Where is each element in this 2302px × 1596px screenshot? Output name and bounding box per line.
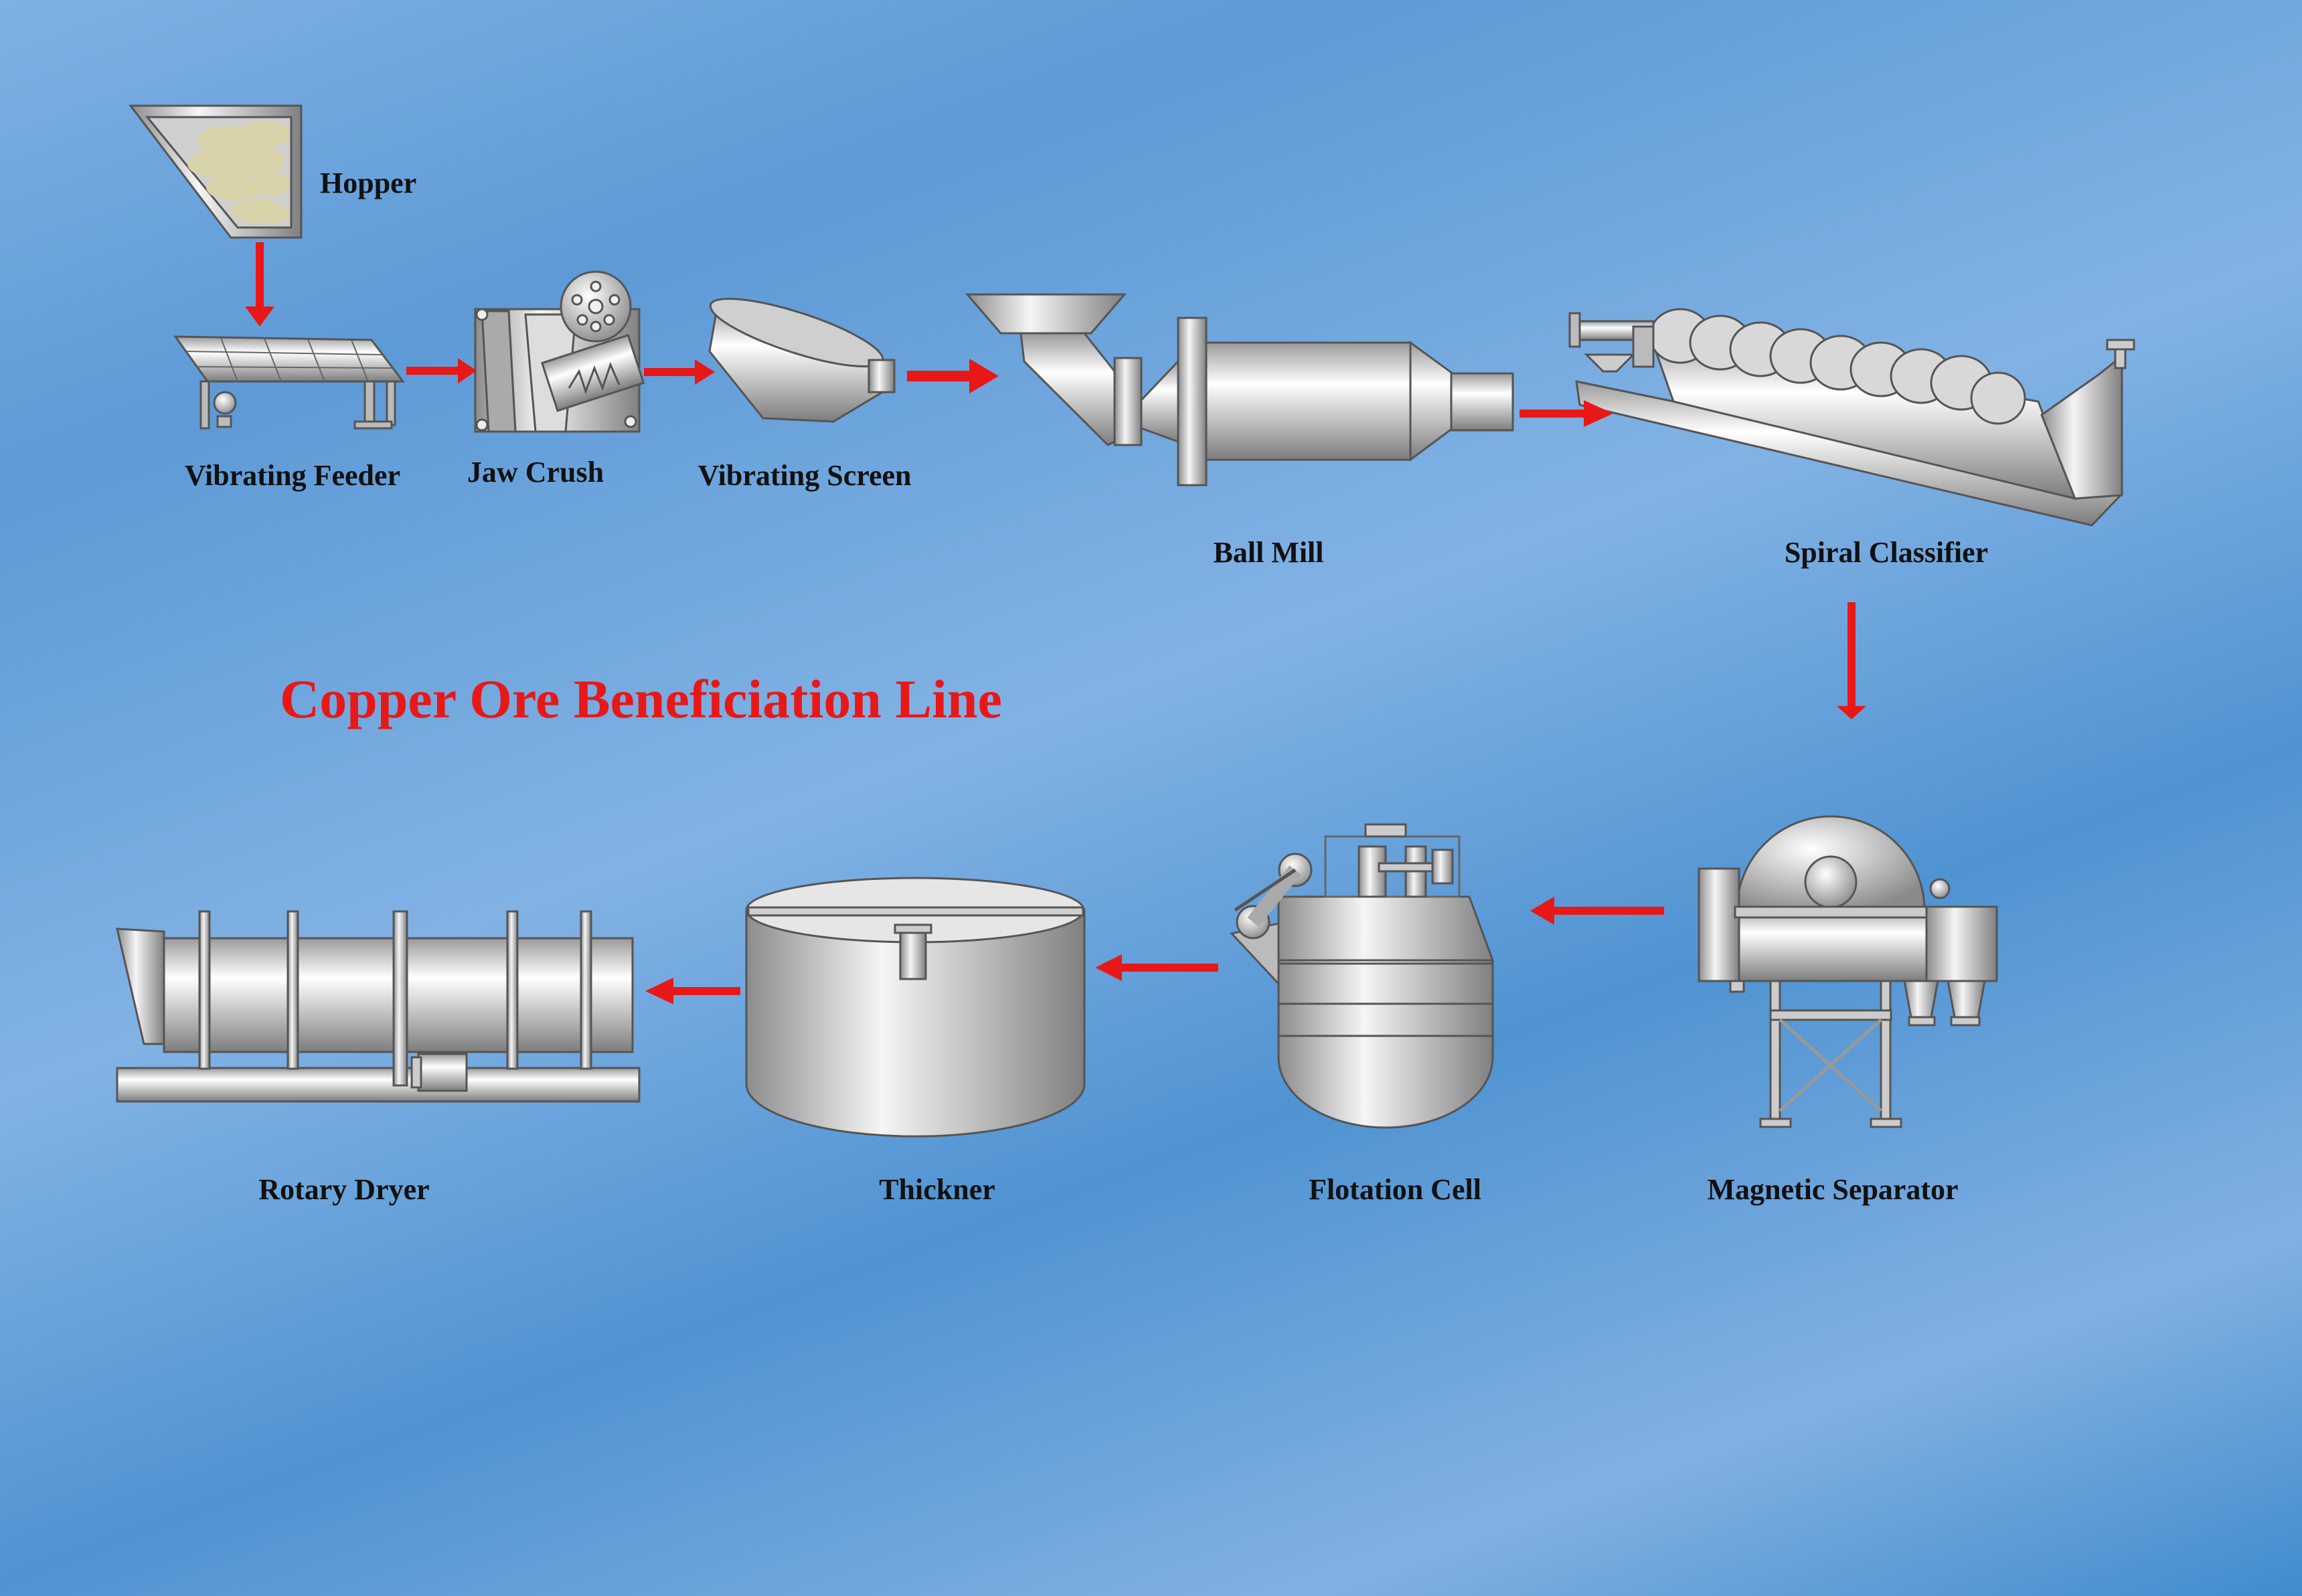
- arrow-jaw-to-screen: [644, 359, 715, 385]
- rotary-dryer-equipment: [116, 910, 641, 1103]
- label-vibrating-feeder: Vibrating Feeder: [184, 459, 401, 492]
- arrow-flotation-to-thickener: [1095, 954, 1218, 981]
- hopper-equipment: [128, 104, 303, 239]
- label-magnetic-separator: Magnetic Separator: [1707, 1173, 1959, 1206]
- label-rotary-dryer: Rotary Dryer: [258, 1173, 430, 1206]
- label-hopper: Hopper: [320, 167, 417, 199]
- arrow-separator-to-flotation: [1530, 897, 1664, 925]
- label-spiral-classifier: Spiral Classifier: [1784, 536, 1989, 569]
- vibrating-screen-equipment: [708, 297, 896, 423]
- ball-mill-equipment: [965, 293, 1514, 486]
- arrow-mill-to-classifier: [1519, 400, 1613, 427]
- arrow-feeder-to-jaw: [406, 358, 477, 383]
- arrow-thickener-to-dryer: [645, 978, 740, 1004]
- magnetic-separator-equipment: [1698, 815, 1998, 1128]
- label-thickner: Thickner: [879, 1173, 995, 1206]
- ore-pile: [187, 120, 290, 224]
- diagram-title: Copper Ore Beneficiation Line: [280, 669, 1002, 729]
- vibrating-feeder-equipment: [173, 335, 406, 430]
- jaw-crusher-equipment: [474, 270, 645, 433]
- label-jaw-crush: Jaw Crush: [467, 456, 604, 489]
- arrow-hopper-to-feeder: [245, 242, 274, 327]
- label-flotation-cell: Flotation Cell: [1309, 1173, 1481, 1206]
- flotation-cell-equipment: [1230, 823, 1495, 1129]
- arrow-screen-to-mill: [907, 359, 999, 393]
- arrow-classifier-to-separator: [1837, 602, 1866, 719]
- thickener-equipment: [745, 877, 1086, 1138]
- label-ball-mill: Ball Mill: [1213, 536, 1324, 569]
- spiral-classifier-equipment: [1568, 308, 2135, 527]
- label-vibrating-screen: Vibrating Screen: [697, 459, 912, 492]
